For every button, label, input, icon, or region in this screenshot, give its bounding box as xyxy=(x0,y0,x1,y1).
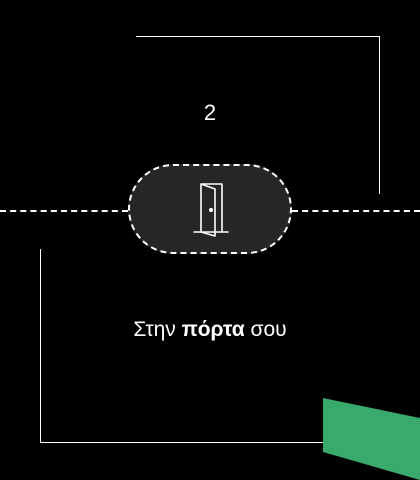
caption-text-after: σου xyxy=(244,318,287,341)
door-icon xyxy=(188,180,232,238)
caption-text-before: Στην xyxy=(133,318,182,341)
dashed-connector-left xyxy=(0,210,128,212)
step-caption: Στην πόρτα σου xyxy=(0,316,420,344)
caption-text-bold: πόρτα xyxy=(181,318,245,341)
dashed-connector-right xyxy=(292,210,420,212)
frame-top-line xyxy=(136,36,380,37)
step-number: 2 xyxy=(203,100,217,125)
frame-bottom-line xyxy=(40,442,340,443)
frame-right-line xyxy=(379,36,380,194)
step-icon-pill xyxy=(128,164,292,254)
frame-left-line xyxy=(40,249,41,443)
